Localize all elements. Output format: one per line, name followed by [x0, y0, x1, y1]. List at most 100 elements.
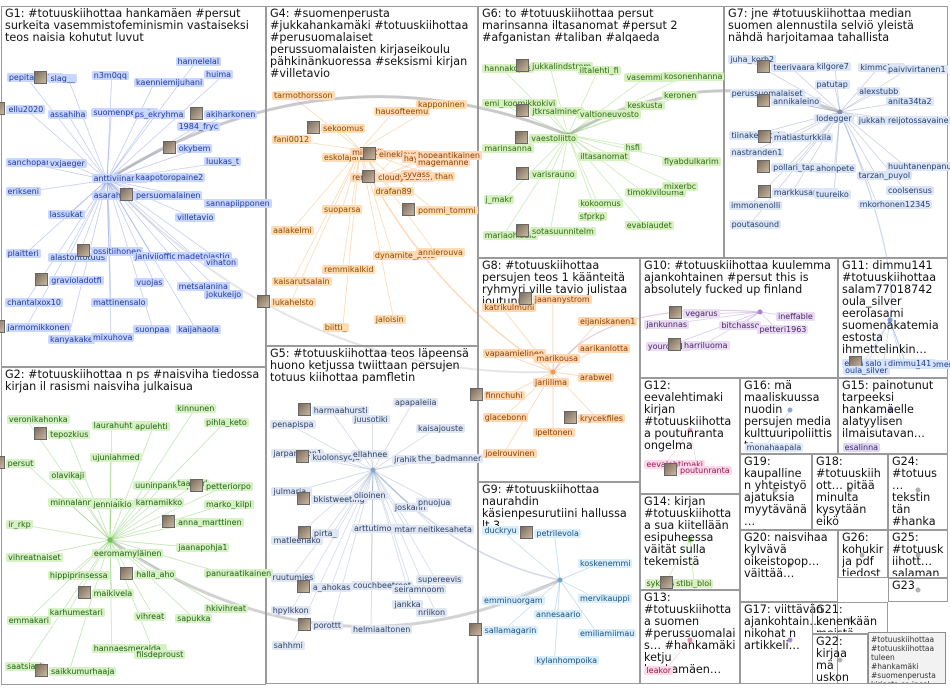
node-label[interactable]: tepozkius: [48, 430, 91, 440]
node-label[interactable]: syvass: [401, 170, 432, 180]
node-label[interactable]: jenniaikio: [91, 499, 134, 509]
node-label[interactable]: tuureiko: [813, 189, 851, 199]
node-label[interactable]: panuraatikainen: [204, 568, 274, 578]
node-label[interactable]: jaanapohja1: [176, 542, 230, 552]
node-label[interactable]: tarzan_puyol: [856, 171, 913, 181]
node-label[interactable]: penapispa: [270, 419, 316, 429]
node-label[interactable]: coolsensus: [886, 185, 934, 195]
node-label[interactable]: patutap: [814, 80, 850, 90]
node-label[interactable]: harmaahursti: [311, 406, 370, 416]
node-label[interactable]: huuhtanenpanu: [886, 161, 950, 171]
node-label[interactable]: aleathan: [416, 172, 456, 182]
node-label[interactable]: annierouva: [416, 248, 465, 258]
node-label[interactable]: vxjaeger: [47, 158, 87, 168]
node-label[interactable]: jaananystrom: [532, 295, 592, 305]
node-label[interactable]: lodegger: [814, 113, 854, 123]
node-label[interactable]: sotasuunnitelm: [529, 227, 596, 237]
node-label[interactable]: esalinna: [842, 443, 881, 452]
node-label[interactable]: reijotossavaine: [886, 116, 950, 125]
node-label[interactable]: laurahuhtasaari: [91, 420, 159, 430]
node-label[interactable]: marikousa: [534, 354, 581, 364]
node-label[interactable]: karhumestari: [47, 607, 105, 617]
node-label[interactable]: sannapiipponen: [204, 199, 272, 209]
node-label[interactable]: helmiaaltonen: [350, 625, 413, 634]
node-label[interactable]: mixuhova: [90, 333, 135, 343]
node-label[interactable]: drafan89: [373, 187, 414, 197]
node-label[interactable]: emiliamiimau: [578, 629, 637, 639]
node-label[interactable]: slag__: [48, 74, 77, 84]
hub-node[interactable]: [787, 637, 793, 643]
node-label[interactable]: jankunnas: [644, 319, 690, 329]
node-label[interactable]: j_makr: [483, 194, 515, 204]
node-label[interactable]: vuojas: [134, 277, 165, 287]
node-label[interactable]: biitti_: [322, 322, 349, 332]
node-label[interactable]: flyabdulkarim: [662, 156, 721, 166]
node-label[interactable]: kilgore7: [814, 62, 851, 72]
node-label[interactable]: hopeantikainen: [416, 150, 482, 160]
node-label[interactable]: gravioladotfi: [49, 275, 104, 285]
node-label[interactable]: glacebonn: [482, 412, 529, 422]
node-label[interactable]: kuolonsyoja: [310, 452, 362, 462]
node-label[interactable]: neitikesaheta: [416, 524, 474, 534]
node-label[interactable]: dimmu141: [886, 359, 934, 369]
node-label[interactable]: eeromamyläinen: [91, 549, 164, 559]
node-label[interactable]: leakor: [644, 666, 673, 676]
hub-node[interactable]: [687, 637, 693, 643]
node-label[interactable]: kaijahaola: [176, 324, 221, 334]
node-label[interactable]: olioinen: [352, 491, 388, 501]
node-label[interactable]: lukahelsto: [270, 297, 316, 307]
node-label[interactable]: apapaleiia: [392, 397, 439, 407]
node-label[interactable]: pihla_keto: [204, 418, 249, 428]
node-label[interactable]: evabiaudet: [624, 221, 674, 231]
node-label[interactable]: lassukat: [47, 210, 85, 219]
node-label[interactable]: sapukka: [175, 614, 213, 624]
node-label[interactable]: mariaohisalo: [482, 231, 539, 241]
node-label[interactable]: jukkah: [856, 115, 888, 125]
hub-node[interactable]: [915, 587, 921, 593]
node-label[interactable]: perussuomalaiset: [729, 89, 805, 99]
node-label[interactable]: kosonenhanna: [662, 72, 725, 82]
node-label[interactable]: varisrauno: [530, 169, 577, 179]
node-label[interactable]: bitchasso: [719, 321, 762, 331]
node-label[interactable]: duckryu: [482, 526, 519, 536]
node-label[interactable]: hannakopra: [482, 63, 534, 73]
node-label[interactable]: poutasound: [729, 219, 782, 229]
node-label[interactable]: petteri1963: [757, 325, 809, 335]
node-label[interactable]: seiramnoom: [392, 585, 447, 595]
node-label[interactable]: pollari_tapani: [771, 163, 830, 173]
node-label[interactable]: persut: [5, 458, 36, 468]
node-label[interactable]: okybem: [176, 144, 213, 153]
node-label[interactable]: jariilima: [532, 378, 569, 388]
hub-node[interactable]: [837, 109, 843, 115]
node-label[interactable]: hannelelal: [175, 57, 222, 67]
node-label[interactable]: janiviiofficial: [133, 251, 188, 261]
node-label[interactable]: alastontotuus: [48, 252, 107, 262]
node-label[interactable]: n3m0qq: [91, 70, 129, 80]
node-label[interactable]: mixerbc: [662, 182, 699, 192]
node-label[interactable]: huima: [204, 69, 234, 79]
node-label[interactable]: jankka: [392, 600, 423, 610]
node-label[interactable]: kokoomus: [578, 199, 623, 209]
node-label[interactable]: kylanhompoika: [534, 656, 599, 666]
node-label[interactable]: kimmohoo: [858, 63, 905, 73]
node-label[interactable]: stibi_bloi: [674, 579, 714, 588]
node-label[interactable]: ipeltonen: [533, 427, 575, 437]
node-label[interactable]: ujuniahmed: [90, 453, 142, 463]
node-label[interactable]: petteriorpo: [204, 481, 253, 491]
node-label[interactable]: filsdeproust: [134, 649, 186, 659]
node-label[interactable]: arttutimonen: [351, 523, 409, 533]
node-label[interactable]: krycekfiles: [578, 414, 625, 424]
node-label[interactable]: hsfi: [623, 143, 642, 153]
node-label[interactable]: suomenperusta: [91, 108, 158, 118]
node-label[interactable]: bkistweeting: [311, 495, 367, 505]
node-label[interactable]: harriluoma: [682, 340, 730, 350]
node-label[interactable]: vihreatnaiset: [6, 553, 63, 563]
node-label[interactable]: vihaton: [204, 258, 239, 268]
node-label[interactable]: finnchuhi: [483, 391, 525, 401]
node-label[interactable]: alexstubb: [857, 86, 901, 96]
node-label[interactable]: keskusta: [625, 101, 665, 111]
node-label[interactable]: petrilevola: [534, 529, 581, 539]
hub-node[interactable]: [787, 562, 793, 568]
node-label[interactable]: persuomalainen: [133, 190, 203, 200]
node-label[interactable]: dynamite_pete: [372, 250, 437, 260]
